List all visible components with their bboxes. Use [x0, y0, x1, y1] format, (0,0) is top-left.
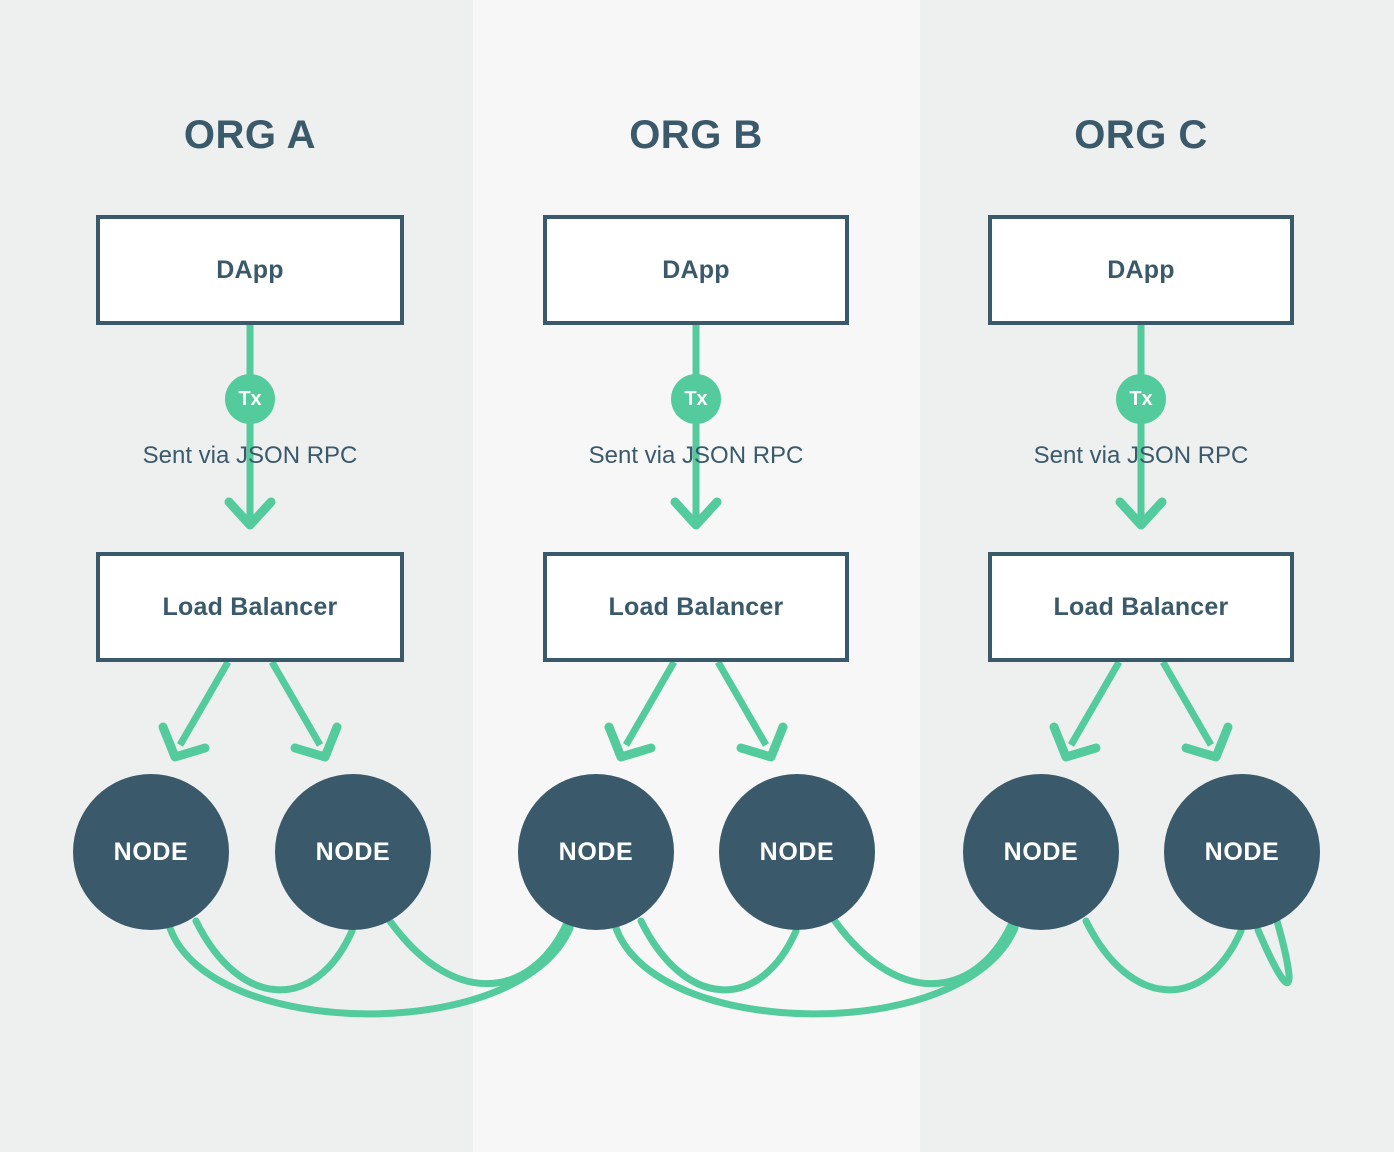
org-title-c: ORG C [1074, 113, 1208, 157]
arrowhead-node-c1 [1049, 722, 1101, 762]
rpc-label-org-a: Sent via JSON RPC [142, 442, 358, 469]
arrowhead-lb-a [224, 497, 276, 530]
org-title-b: ORG B [629, 113, 763, 157]
rpc-label-org-b: Sent via JSON RPC [588, 442, 804, 469]
node-label-b1: NODE [558, 837, 634, 866]
arrowhead-node-a2 [290, 722, 342, 762]
node-label-a2: NODE [315, 837, 391, 866]
dapp-label-a: DApp [216, 255, 284, 284]
node-label-c2: NODE [1204, 837, 1280, 866]
lb-to-node-line-a1 [176, 660, 232, 747]
node-label-b2: NODE [759, 837, 835, 866]
dapp-label-b: DApp [662, 255, 730, 284]
node-circle-b1[interactable]: NODE [518, 774, 674, 930]
load-balancer-label-c: Load Balancer [1053, 592, 1229, 621]
node-circle-c1[interactable]: NODE [963, 774, 1119, 930]
load-balancer-box-org-b[interactable]: Load Balancer [543, 552, 849, 662]
node-circle-a2[interactable]: NODE [275, 774, 431, 930]
node-circle-b2[interactable]: NODE [719, 774, 875, 930]
arrowhead-lb-c [1115, 497, 1167, 530]
node-label-a1: NODE [113, 837, 189, 866]
tx-label-b: Tx [684, 387, 708, 410]
dapp-box-org-b[interactable]: DApp [543, 215, 849, 325]
tx-label-a: Tx [238, 387, 262, 410]
lb-to-node-line-c2 [1159, 660, 1215, 747]
rpc-label-org-c: Sent via JSON RPC [1033, 442, 1249, 469]
arrowhead-node-a1 [158, 722, 210, 762]
tx-badge-org-b[interactable]: Tx [671, 374, 721, 424]
lb-to-node-line-c1 [1067, 660, 1123, 747]
node-circle-c2[interactable]: NODE [1164, 774, 1320, 930]
tx-badge-org-c[interactable]: Tx [1116, 374, 1166, 424]
mesh-link-c1-c2 [1082, 917, 1245, 994]
dapp-box-org-c[interactable]: DApp [988, 215, 1294, 325]
load-balancer-box-org-a[interactable]: Load Balancer [96, 552, 404, 662]
org-title-a: ORG A [183, 113, 317, 157]
tx-label-c: Tx [1129, 387, 1153, 410]
load-balancer-label-b: Load Balancer [608, 592, 784, 621]
tx-badge-org-a[interactable]: Tx [225, 374, 275, 424]
dapp-box-org-a[interactable]: DApp [96, 215, 404, 325]
lb-to-node-line-a2 [268, 660, 324, 747]
node-label-c1: NODE [1003, 837, 1079, 866]
dapp-label-c: DApp [1107, 255, 1175, 284]
load-balancer-label-a: Load Balancer [162, 592, 338, 621]
node-circle-a1[interactable]: NODE [73, 774, 229, 930]
arrowhead-node-c2 [1181, 722, 1233, 762]
load-balancer-box-org-c[interactable]: Load Balancer [988, 552, 1294, 662]
mesh-link-a1-a2 [192, 917, 356, 994]
